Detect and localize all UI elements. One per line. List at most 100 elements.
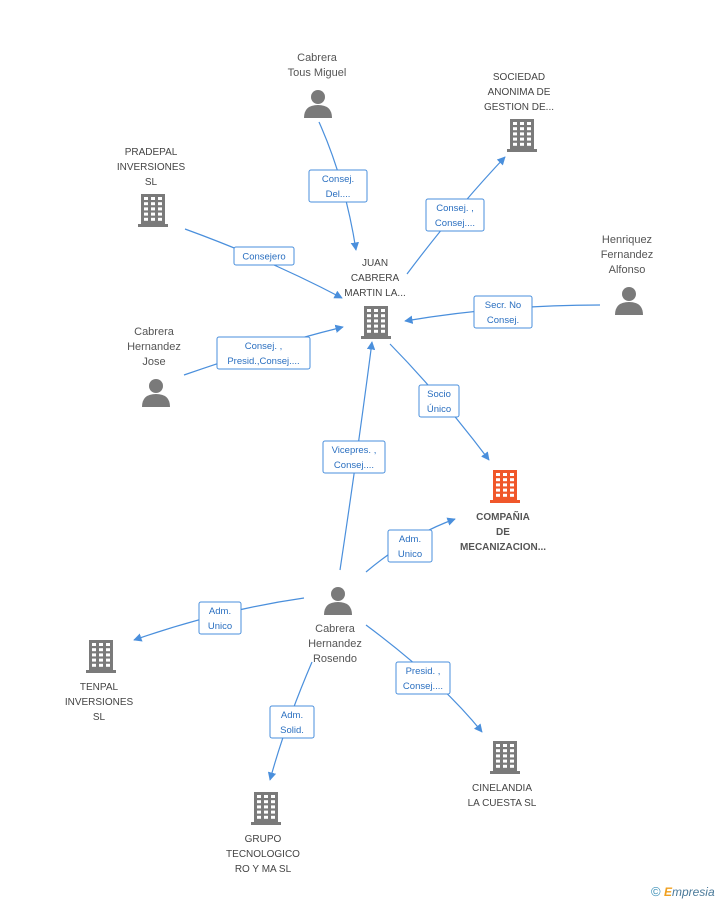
brand-footer[interactable]: © Empresia: [651, 884, 715, 899]
person-icon: [615, 287, 643, 315]
relation-box: [233, 246, 295, 266]
person-icon: [304, 90, 332, 118]
relation-text: Adm.: [399, 534, 421, 545]
relation-text: Consej.: [487, 315, 519, 326]
node-label-line: Cabrera: [315, 623, 356, 635]
node-label-line: GRUPO: [245, 834, 282, 845]
node-label-line: LA CUESTA SL: [468, 798, 537, 809]
relation-label-sociedad-juan[interactable]: Consej. , Consej....: [425, 198, 485, 232]
building-icon: [361, 306, 391, 339]
building-icon: [138, 194, 168, 227]
relation-label-rosendo-cinelandia[interactable]: Presid. , Consej....: [395, 661, 451, 695]
node-label-line: SL: [145, 177, 158, 188]
relation-text: Solid.: [280, 725, 304, 736]
brand-logo-initial: E: [663, 885, 672, 899]
node-label-line: Cabrera: [297, 52, 338, 64]
relation-text: Consej....: [334, 460, 374, 471]
node-sociedad[interactable]: SOCIEDAD ANONIMA DE GESTION DE...: [484, 72, 554, 152]
node-label-line: MECANIZACION...: [460, 542, 546, 553]
brand-logo-text: mpresia: [671, 885, 715, 899]
node-label-line: Alfonso: [609, 264, 646, 276]
relation-text: Del....: [326, 189, 351, 200]
node-label-line: Fernandez: [601, 249, 654, 261]
relation-text: Adm.: [281, 710, 303, 721]
node-label-line: SOCIEDAD: [493, 72, 545, 83]
relation-text: Secr. No: [485, 300, 521, 311]
nodes-layer: JUAN CABRERA MARTIN LA... COMPAÑIA DE MECANIZ…: [65, 52, 653, 875]
node-tenpal[interactable]: TENPAL INVERSIONES SL: [65, 640, 134, 723]
relation-box: [395, 661, 451, 695]
person-icon: [142, 379, 170, 407]
node-juan[interactable]: JUAN CABRERA MARTIN LA...: [344, 258, 406, 339]
node-label-line: CABRERA: [351, 273, 400, 284]
relation-text: Presid.,Consej....: [227, 356, 299, 367]
relation-box: [473, 295, 533, 329]
relation-label-rosendo-juan[interactable]: Vicepres. , Consej....: [322, 440, 386, 474]
node-label-line: Henriquez: [602, 234, 652, 246]
node-label-line: Tous Miguel: [288, 67, 347, 79]
building-icon: [507, 119, 537, 152]
node-label-line: COMPAÑIA: [476, 510, 530, 523]
node-label-line: INVERSIONES: [65, 697, 134, 708]
relation-box: [198, 601, 242, 635]
node-label-line: TECNOLOGICO: [226, 849, 300, 860]
node-label-line: Hernandez: [308, 638, 362, 650]
relation-box: [322, 440, 386, 474]
copyright-icon: ©: [651, 884, 661, 899]
node-label-line: TENPAL: [80, 682, 119, 693]
relation-box: [216, 336, 311, 370]
person-icon: [324, 587, 352, 615]
relation-text: Consej....: [435, 218, 475, 229]
node-label-line: DE: [496, 527, 510, 538]
node-grupo[interactable]: GRUPO TECNOLOGICO RO Y MA SL: [226, 792, 300, 875]
node-label-line: JUAN: [362, 258, 388, 269]
relation-text: Unico: [398, 549, 422, 560]
node-label-line: GESTION DE...: [484, 102, 554, 113]
node-label-line: SL: [93, 712, 106, 723]
node-label-line: CINELANDIA: [472, 783, 532, 794]
relation-box: [418, 384, 460, 418]
node-label-line: MARTIN LA...: [344, 288, 406, 299]
node-pradepal[interactable]: PRADEPAL INVERSIONES SL: [117, 147, 186, 227]
relation-box: [387, 529, 433, 563]
relation-label-rosendo-tenpal[interactable]: Adm. Unico: [198, 601, 242, 635]
relation-label-jose-juan[interactable]: Consej. , Presid.,Consej....: [216, 336, 311, 370]
node-label-line: Jose: [142, 356, 165, 368]
relation-label-henriquez-juan[interactable]: Secr. No Consej.: [473, 295, 533, 329]
relation-label-tous-juan[interactable]: Consej. Del....: [308, 169, 368, 203]
relation-text: Único: [427, 404, 451, 415]
relation-text: Consej. ,: [436, 203, 474, 214]
relations-layer: Consej. Del.... Consej. , Consej.... Conseje…: [198, 169, 533, 739]
node-cinelandia[interactable]: CINELANDIA LA CUESTA SL: [468, 741, 537, 809]
building-icon: [490, 741, 520, 774]
building-icon: [86, 640, 116, 673]
node-label-line: Rosendo: [313, 653, 357, 665]
node-label-line: PRADEPAL: [125, 147, 178, 158]
relation-box: [308, 169, 368, 203]
building-icon: [490, 470, 520, 503]
relation-text: Unico: [208, 621, 232, 632]
relation-text: Consej.: [322, 174, 354, 185]
node-label-line: INVERSIONES: [117, 162, 186, 173]
relation-box: [425, 198, 485, 232]
relation-label-rosendo-grupo[interactable]: Adm. Solid.: [269, 705, 315, 739]
node-label-line: Hernandez: [127, 341, 181, 353]
relation-text: Consej....: [403, 681, 443, 692]
node-compania[interactable]: COMPAÑIA DE MECANIZACION...: [460, 470, 546, 553]
node-label-line: ANONIMA DE: [488, 87, 551, 98]
building-icon: [251, 792, 281, 825]
relation-box: [269, 705, 315, 739]
relation-text: Consej. ,: [245, 341, 283, 352]
relation-label-pradepal-juan[interactable]: Consejero: [233, 246, 295, 266]
relation-label-rosendo-compania[interactable]: Adm. Unico: [387, 529, 433, 563]
relation-text: Vicepres. ,: [332, 445, 377, 456]
relation-text: Adm.: [209, 606, 231, 617]
relation-text: Presid. ,: [406, 666, 441, 677]
node-label-line: RO Y MA SL: [235, 864, 292, 875]
